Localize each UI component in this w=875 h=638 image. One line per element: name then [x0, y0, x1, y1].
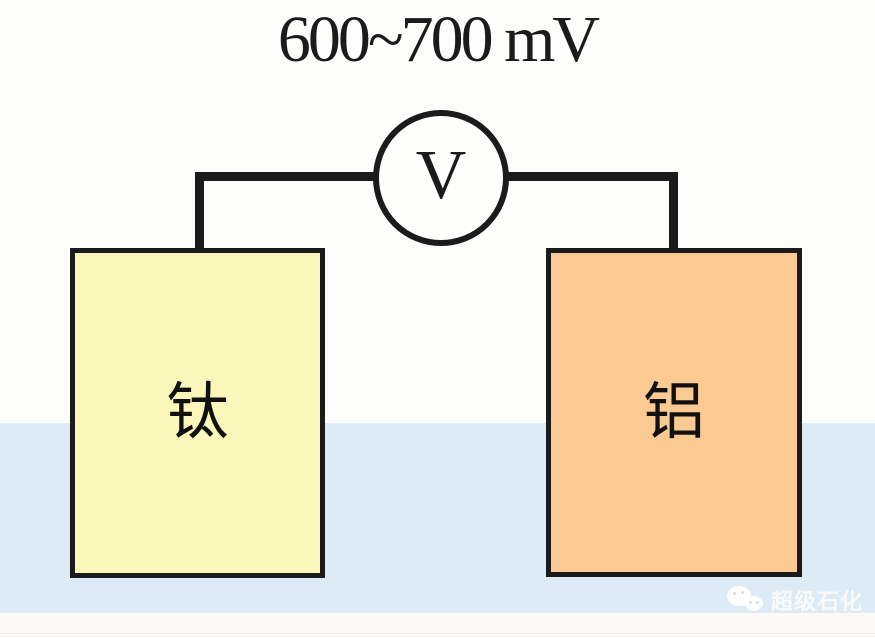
- electrode-aluminum-label: 铝: [642, 378, 705, 447]
- voltmeter-label: V: [415, 137, 467, 214]
- voltage-range-title: 600~700 mV: [277, 3, 600, 76]
- electrode-titanium-label: 钛: [166, 379, 229, 447]
- bottom-divider-line: [0, 633, 875, 634]
- watermark: 超级石化: [725, 586, 863, 614]
- wire-left-vertical: [195, 172, 204, 252]
- electrode-titanium: 钛: [70, 248, 325, 578]
- wire-right-horizontal: [503, 172, 678, 181]
- bottom-strip: [0, 613, 875, 638]
- electrode-aluminum: 铝: [546, 248, 802, 577]
- watermark-text: 超级石化: [770, 589, 863, 614]
- voltmeter-circle: V: [373, 110, 509, 246]
- wechat-chat-bubbles-icon: [725, 585, 765, 615]
- wire-left-horizontal: [195, 172, 377, 181]
- wire-right-vertical: [669, 172, 678, 252]
